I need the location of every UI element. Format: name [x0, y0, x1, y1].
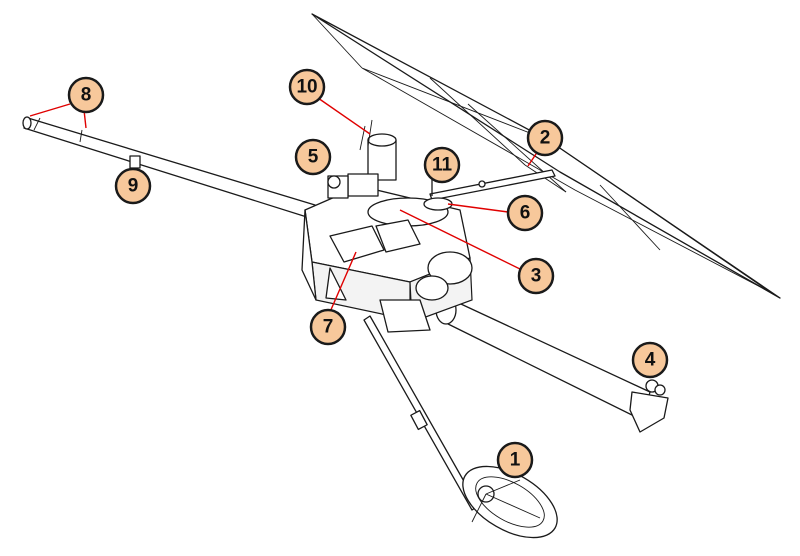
svg-text:7: 7 — [323, 317, 334, 338]
leader-8a — [29, 103, 71, 117]
top-instruments — [327, 119, 453, 211]
svg-text:9: 9 — [128, 176, 139, 197]
right-boom — [435, 295, 669, 433]
svg-text:1: 1 — [510, 450, 521, 471]
left-boom — [22, 116, 316, 219]
svg-text:4: 4 — [645, 350, 656, 371]
callout-3: 3 — [517, 257, 555, 295]
callout-6: 6 — [506, 194, 544, 232]
svg-text:8: 8 — [81, 85, 92, 106]
callout-8: 8 — [67, 76, 105, 114]
callout-5: 5 — [294, 138, 332, 176]
svg-text:2: 2 — [540, 128, 551, 149]
callout-4: 4 — [631, 341, 669, 379]
svg-text:5: 5 — [308, 147, 319, 168]
leader-3 — [399, 209, 523, 271]
callout-1: 1 — [496, 441, 534, 479]
antenna-mast — [363, 315, 558, 539]
callout-10: 10 — [288, 68, 326, 106]
callout-11: 11 — [423, 146, 461, 184]
svg-text:3: 3 — [531, 266, 542, 287]
svg-text:10: 10 — [296, 77, 317, 98]
leader-6 — [447, 203, 509, 213]
callout-2: 2 — [526, 119, 564, 157]
svg-text:6: 6 — [520, 203, 531, 224]
spacecraft-bus — [301, 185, 473, 333]
svg-text:11: 11 — [432, 155, 453, 176]
leader-7 — [329, 251, 357, 313]
callout-7: 7 — [309, 308, 347, 346]
leader-10 — [317, 97, 371, 135]
solar-array-boom — [429, 169, 556, 201]
callout-9: 9 — [114, 167, 152, 205]
